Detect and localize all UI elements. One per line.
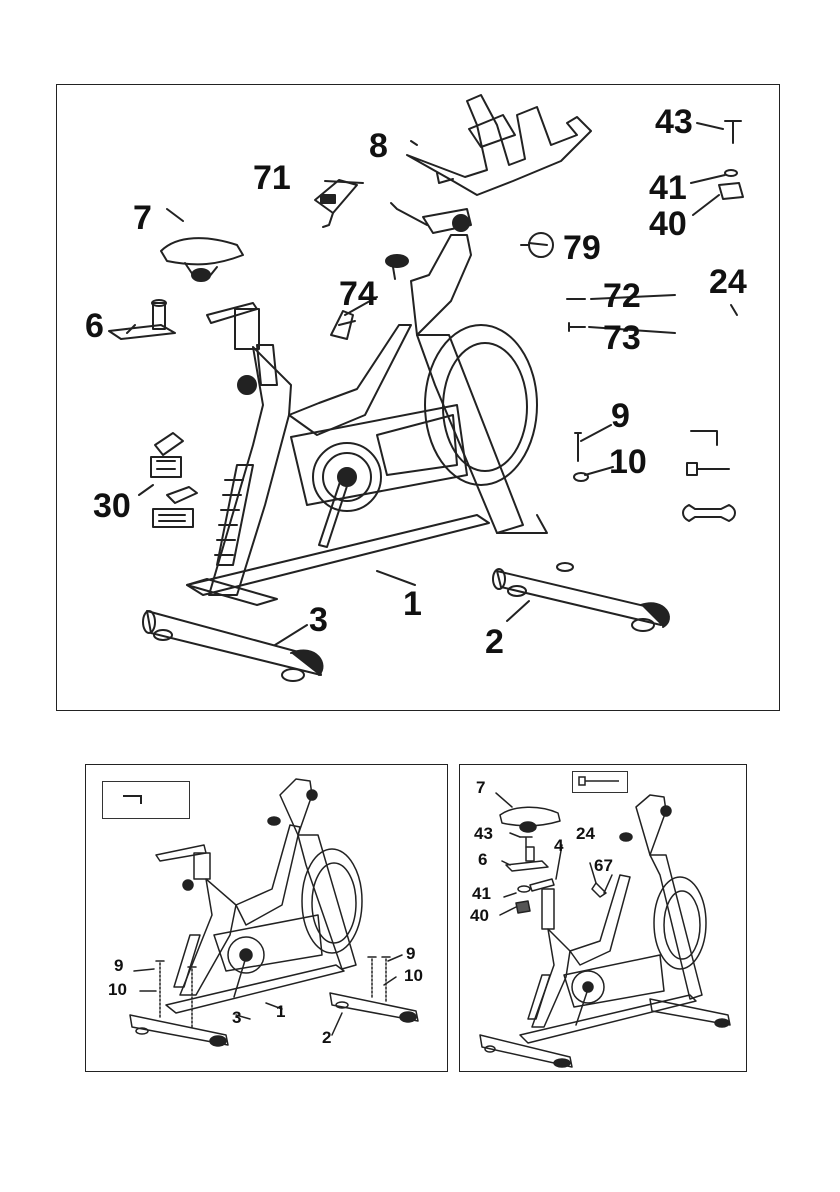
step2-label-67: 67	[594, 857, 613, 874]
step1-label-2: 2	[322, 1029, 331, 1046]
label-30: 30	[93, 489, 131, 523]
step1-bike-drawing	[86, 765, 449, 1073]
label-74: 74	[339, 277, 377, 311]
label-24: 24	[709, 265, 747, 299]
console-part	[315, 180, 357, 227]
bracket-part	[331, 311, 355, 339]
label-41: 41	[649, 171, 687, 205]
label-72: 72	[603, 279, 641, 313]
step2-label-41: 41	[472, 885, 491, 902]
label-71: 71	[253, 161, 291, 195]
label-43: 43	[655, 105, 693, 139]
step1-assembly-panel: 9 10 9 10 3 1 2	[85, 764, 448, 1072]
step2-label-6: 6	[478, 851, 487, 868]
seat-slider-part	[109, 300, 175, 339]
step2-label-40: 40	[470, 907, 489, 924]
step2-label-24: 24	[576, 825, 595, 842]
label-73: 73	[603, 321, 641, 355]
step2-label-43: 43	[474, 825, 493, 842]
t-wrench-icon	[687, 463, 729, 475]
label-3: 3	[309, 603, 328, 637]
exploded-parts-panel: 43 8 71 41 7 40 79 24 74 72 6 73 9 10 30…	[56, 84, 780, 711]
label-1: 1	[403, 587, 422, 621]
front-stabilizer-part	[143, 611, 323, 681]
step1-label-3: 3	[232, 1009, 241, 1026]
step1-label-9-right: 9	[406, 945, 415, 962]
label-7: 7	[133, 201, 152, 235]
label-40: 40	[649, 207, 687, 241]
rear-stabilizer-part	[493, 563, 669, 631]
bike-frame	[187, 203, 547, 605]
step1-label-10-left: 10	[108, 981, 127, 998]
pedals-part	[151, 433, 197, 527]
saddle-part	[161, 238, 243, 281]
open-wrench-icon	[683, 505, 735, 521]
label-8: 8	[369, 129, 388, 163]
allen-key-icon	[691, 431, 717, 445]
label-2: 2	[485, 625, 504, 659]
step1-label-1: 1	[276, 1003, 285, 1020]
step1-label-10-right: 10	[404, 967, 423, 984]
step2-label-7: 7	[476, 779, 485, 796]
handlebar-part	[407, 95, 591, 195]
step2-assembly-panel: 7 43 24 6 4 67 41 40	[459, 764, 747, 1072]
label-6: 6	[85, 309, 104, 343]
step1-label-9-left: 9	[114, 957, 123, 974]
step2-label-4: 4	[554, 837, 563, 854]
step2-bike-drawing	[460, 765, 748, 1073]
label-9: 9	[611, 399, 630, 433]
label-10: 10	[609, 445, 647, 479]
label-79: 79	[563, 231, 601, 265]
